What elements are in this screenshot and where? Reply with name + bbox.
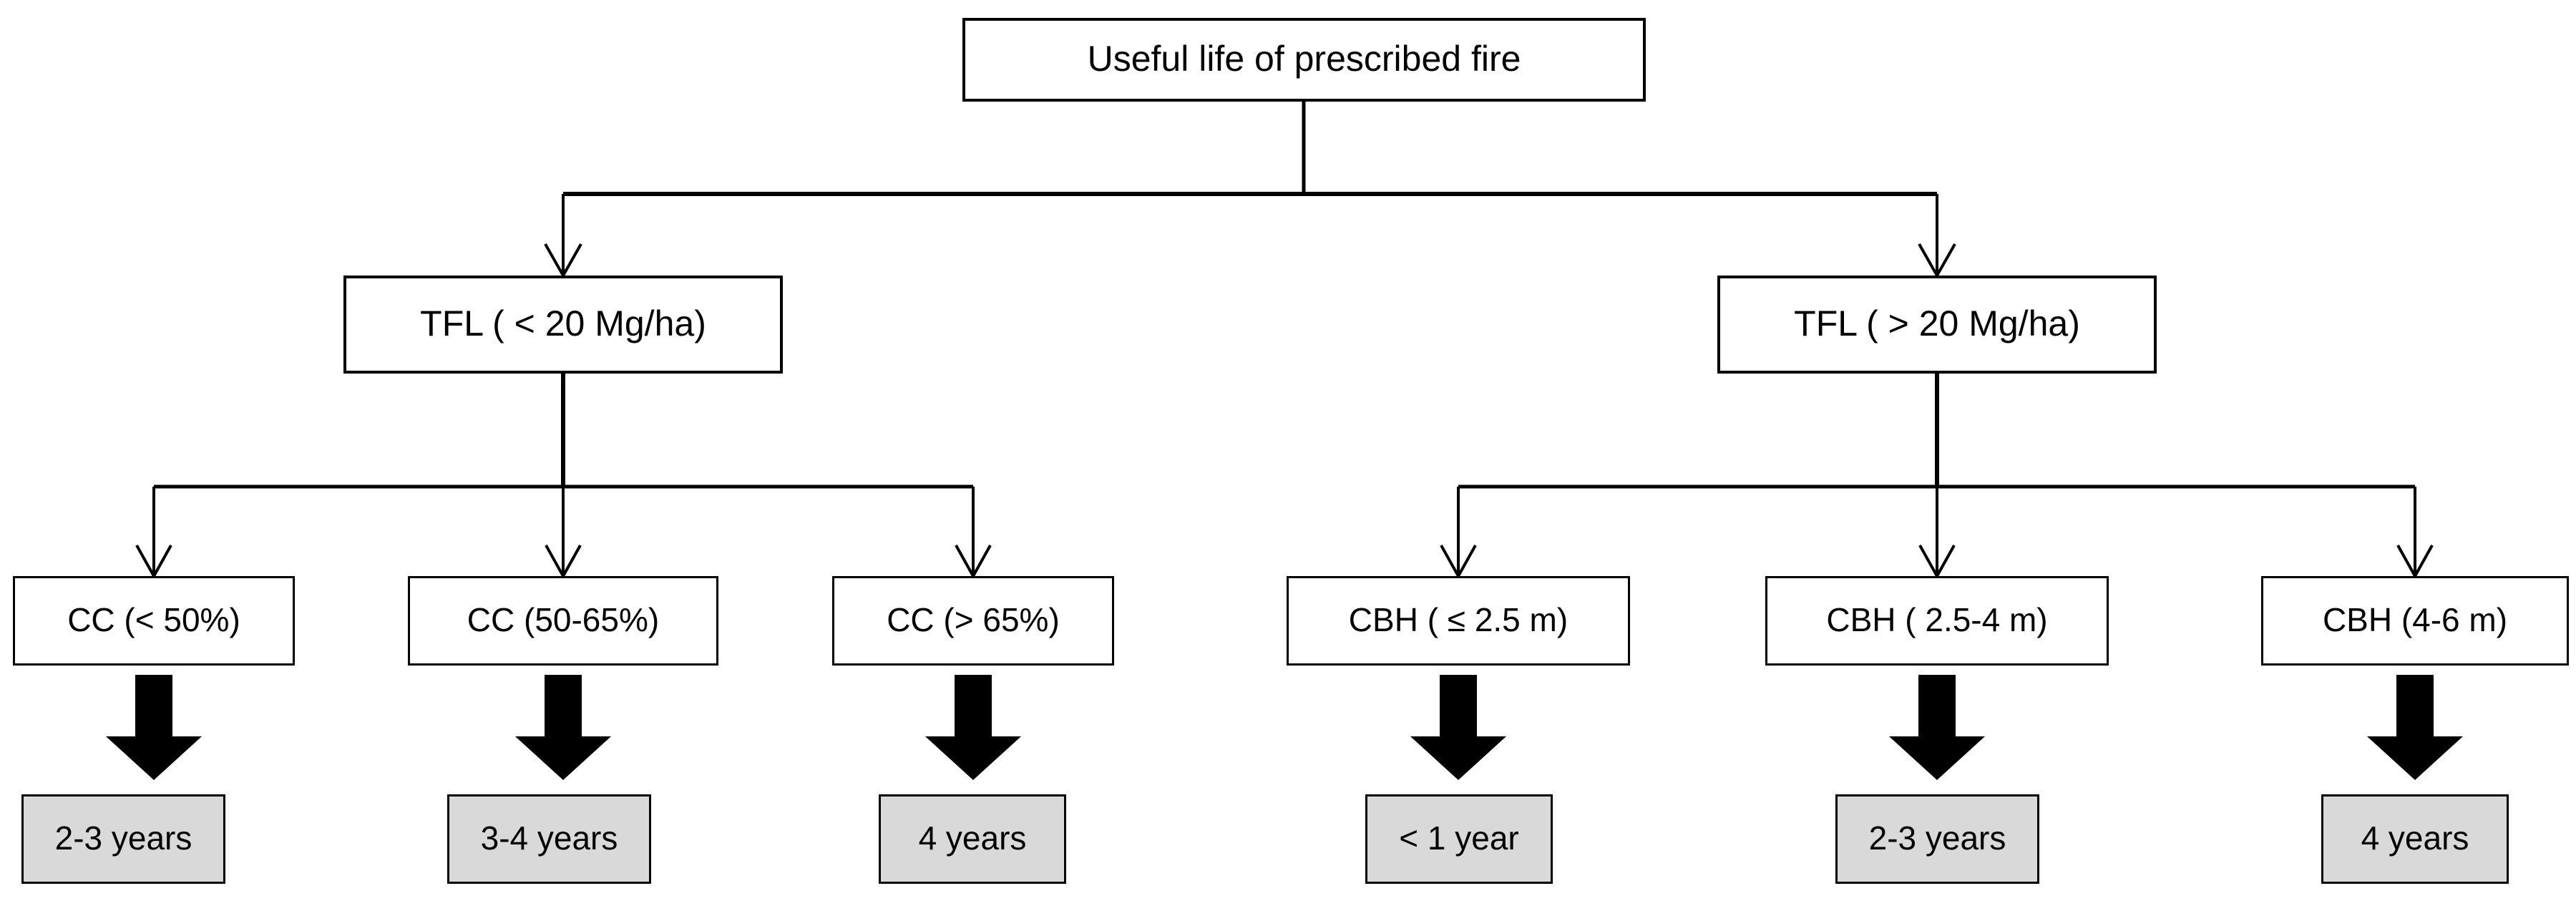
block-arrow-1-icon bbox=[106, 675, 202, 780]
node-cc-50-65[interactable]: CC (50-65%) bbox=[408, 576, 718, 666]
edge-root-to-tfl-group bbox=[562, 102, 1938, 274]
node-cc-50-65-label: CC (50-65%) bbox=[467, 600, 660, 638]
node-tfl-high[interactable]: TFL ( > 20 Mg/ha) bbox=[1717, 276, 2157, 374]
node-cbh-le25[interactable]: CBH ( ≤ 2.5 m) bbox=[1287, 576, 1630, 666]
node-cc-gt65[interactable]: CC (> 65%) bbox=[832, 576, 1114, 666]
edge-tfl-left-group bbox=[152, 374, 975, 575]
node-root[interactable]: Useful life of prescribed fire bbox=[962, 18, 1646, 102]
node-cbh-4-6-label: CBH (4-6 m) bbox=[2322, 600, 2508, 638]
result-cbh-25-4[interactable]: 2-3 years bbox=[1835, 794, 2039, 884]
node-root-label: Useful life of prescribed fire bbox=[1087, 38, 1521, 79]
node-cbh-4-6[interactable]: CBH (4-6 m) bbox=[2261, 576, 2569, 666]
block-arrow-3-icon bbox=[925, 675, 1021, 780]
result-cc-lt50-label: 2-3 years bbox=[54, 819, 192, 857]
node-cc-gt65-label: CC (> 65%) bbox=[887, 600, 1060, 638]
result-cc-50-65-label: 3-4 years bbox=[480, 819, 618, 857]
result-cbh-le25[interactable]: < 1 year bbox=[1365, 794, 1553, 884]
node-cbh-25-4[interactable]: CBH ( 2.5-4 m) bbox=[1765, 576, 2109, 666]
block-arrow-5-icon bbox=[1889, 675, 1985, 780]
block-arrow-6-icon bbox=[2367, 675, 2463, 780]
result-cc-50-65[interactable]: 3-4 years bbox=[447, 794, 651, 884]
block-arrow-2-icon bbox=[515, 675, 611, 780]
node-cbh-le25-label: CBH ( ≤ 2.5 m) bbox=[1348, 600, 1568, 638]
edge-tfl-right-group bbox=[1457, 374, 2416, 575]
result-cbh-25-4-label: 2-3 years bbox=[1868, 819, 2006, 857]
node-cc-lt50-label: CC (< 50%) bbox=[67, 600, 240, 638]
result-cc-gt65-label: 4 years bbox=[918, 819, 1027, 857]
block-arrow-group bbox=[106, 675, 2463, 780]
result-cbh-le25-label: < 1 year bbox=[1399, 819, 1519, 857]
node-tfl-low[interactable]: TFL ( < 20 Mg/ha) bbox=[343, 276, 783, 374]
node-tfl-high-label: TFL ( > 20 Mg/ha) bbox=[1794, 303, 2080, 344]
result-cbh-4-6-label: 4 years bbox=[2361, 819, 2469, 857]
result-cc-lt50[interactable]: 2-3 years bbox=[21, 794, 225, 884]
node-cc-lt50[interactable]: CC (< 50%) bbox=[13, 576, 295, 666]
result-cbh-4-6[interactable]: 4 years bbox=[2321, 794, 2509, 884]
node-tfl-low-label: TFL ( < 20 Mg/ha) bbox=[420, 303, 706, 344]
result-cc-gt65[interactable]: 4 years bbox=[879, 794, 1066, 884]
node-cbh-25-4-label: CBH ( 2.5-4 m) bbox=[1826, 600, 2048, 638]
block-arrow-4-icon bbox=[1410, 675, 1506, 780]
